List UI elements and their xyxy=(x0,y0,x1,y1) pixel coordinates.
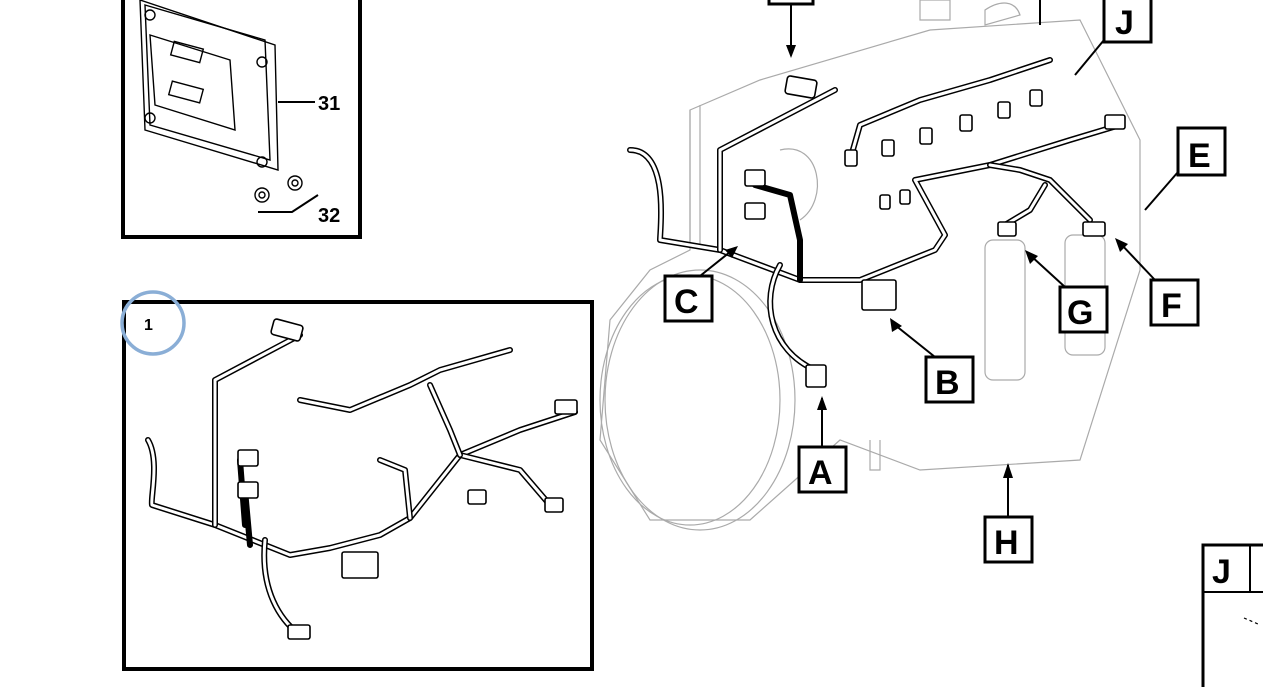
engine-harness xyxy=(627,57,1126,388)
svg-text:H: H xyxy=(994,524,1019,562)
part-number-31: 31 xyxy=(318,93,340,115)
callout-j-top: J xyxy=(1074,0,1153,76)
ecu-inset: 31 32 xyxy=(121,0,362,239)
part-number-32: 32 xyxy=(318,205,340,227)
svg-text:C: C xyxy=(674,283,699,321)
svg-text:F: F xyxy=(1161,287,1182,325)
svg-text:A: A xyxy=(808,454,833,492)
callouts: J E C B A G xyxy=(663,0,1263,687)
injector-connectors xyxy=(844,89,1043,210)
ecu-illustration xyxy=(139,0,303,203)
svg-text:J: J xyxy=(1212,553,1231,591)
part-number-1: 1 xyxy=(144,317,153,334)
engine-outline xyxy=(599,0,1141,531)
harness-inset: 1 xyxy=(120,290,594,671)
callout-e: E xyxy=(1144,126,1227,211)
svg-text:J: J xyxy=(1115,4,1134,42)
callout-b: B xyxy=(890,318,975,404)
svg-text:G: G xyxy=(1067,294,1093,332)
svg-text:E: E xyxy=(1188,137,1211,175)
callout-h: H xyxy=(983,463,1034,564)
callout-f: F xyxy=(1115,238,1200,327)
svg-text:B: B xyxy=(935,364,960,402)
callout-c: C xyxy=(663,246,738,323)
callout-a: A xyxy=(797,396,848,494)
callout-g: G xyxy=(1025,250,1109,334)
callout-j-corner: J xyxy=(1201,543,1263,687)
loose-harness-drawing xyxy=(145,318,578,640)
item-number-circle xyxy=(120,290,186,356)
